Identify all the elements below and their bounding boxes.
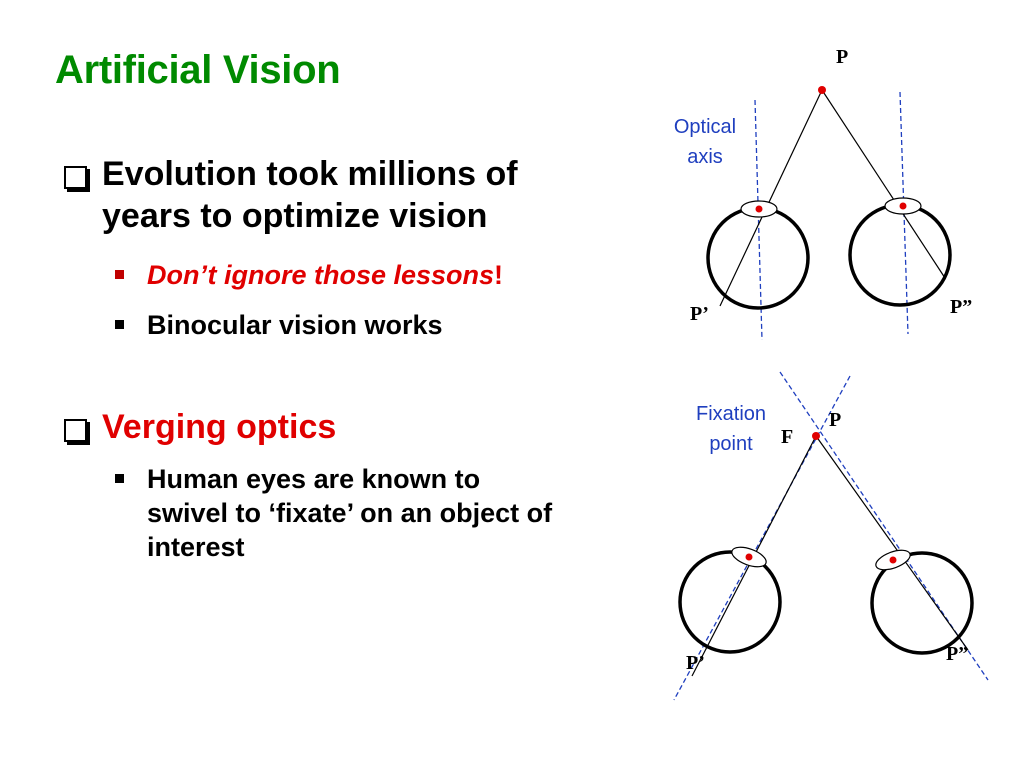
top-left-image-label: P’ — [690, 303, 709, 325]
sub-bullet-binocular: Binocular vision works — [115, 308, 443, 342]
fixation-point-label: Fixation point — [681, 399, 781, 459]
fixation-f-label: F — [781, 426, 794, 448]
bullet-verging-label: Verging optics — [102, 408, 337, 446]
left-lens-center-bottom — [745, 553, 753, 561]
left-lens-center — [755, 205, 763, 213]
left-eyeball-bottom — [678, 550, 782, 654]
optical-axis-label: Optical axis — [662, 112, 748, 172]
lessons-exclamation: ! — [494, 260, 504, 290]
swivel-line3: interest — [147, 532, 245, 562]
bullet-evolution-line2: years to optimize vision — [102, 197, 488, 235]
top-point-label: P — [836, 46, 849, 68]
square-bullet-icon — [115, 270, 124, 279]
right-ray — [821, 89, 946, 279]
bottom-point-label: P — [829, 409, 842, 431]
right-eyeball — [848, 203, 952, 307]
swivel-line2: swivel to ‘fixate’ on an object of — [147, 498, 553, 528]
binocular-text: Binocular vision works — [147, 310, 443, 340]
bullet-evolution: Evolution took millions of years to opti… — [64, 153, 662, 237]
slide-title: Artificial Vision — [55, 48, 341, 92]
left-optical-axis — [754, 99, 763, 341]
left-ray — [719, 89, 823, 307]
lessons-text: Don’t ignore those lessons — [147, 260, 495, 290]
square-bullet-icon — [115, 474, 124, 483]
checkbox-bullet-icon — [64, 419, 87, 442]
right-fixation-axis — [779, 371, 989, 681]
right-lens-center — [899, 202, 907, 210]
optical-axis-line1: Optical — [673, 116, 737, 138]
bullet-verging: Verging optics — [64, 406, 662, 448]
swivel-line1: Human eyes are known to — [147, 464, 481, 494]
sub-bullet-lessons: Don’t ignore those lessons! — [115, 258, 504, 292]
right-ray-bottom — [815, 435, 969, 651]
fixation-line2: point — [709, 433, 753, 455]
checkbox-bullet-icon — [64, 166, 87, 189]
bottom-right-image-label: P” — [946, 643, 969, 665]
square-bullet-icon — [115, 320, 124, 329]
bullet-evolution-line1: Evolution took millions of — [102, 155, 518, 193]
top-right-image-label: P” — [950, 296, 973, 318]
right-eyeball-bottom — [870, 551, 974, 655]
fixation-point-marker — [812, 432, 820, 440]
sub-bullet-swivel: Human eyes are known to swivel to ‘fixat… — [115, 462, 687, 564]
point-p-marker — [818, 86, 826, 94]
top-diagram — [706, 86, 952, 341]
fixation-line1: Fixation — [695, 403, 767, 425]
bottom-diagram — [673, 371, 989, 701]
right-lens-center-bottom — [889, 556, 897, 564]
bottom-left-image-label: P’ — [686, 652, 705, 674]
optical-axis-line2: axis — [687, 146, 723, 168]
